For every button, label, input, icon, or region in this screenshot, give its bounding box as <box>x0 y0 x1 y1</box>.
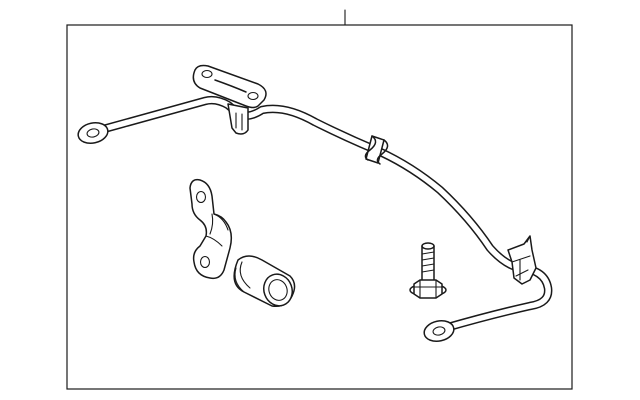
bar-right-end-eye <box>423 319 455 343</box>
stabilizer-bracket <box>189 178 233 280</box>
bar-break-mark <box>364 135 389 165</box>
bar-right-mount-bracket <box>507 235 537 285</box>
diagram-frame <box>66 24 573 390</box>
stabilizer-bar <box>77 64 553 343</box>
bar-left-end-eye <box>77 121 109 145</box>
flange-bolt <box>409 242 447 299</box>
bar-left-mount-bracket <box>192 64 267 135</box>
stabilizer-bushing <box>233 255 296 308</box>
